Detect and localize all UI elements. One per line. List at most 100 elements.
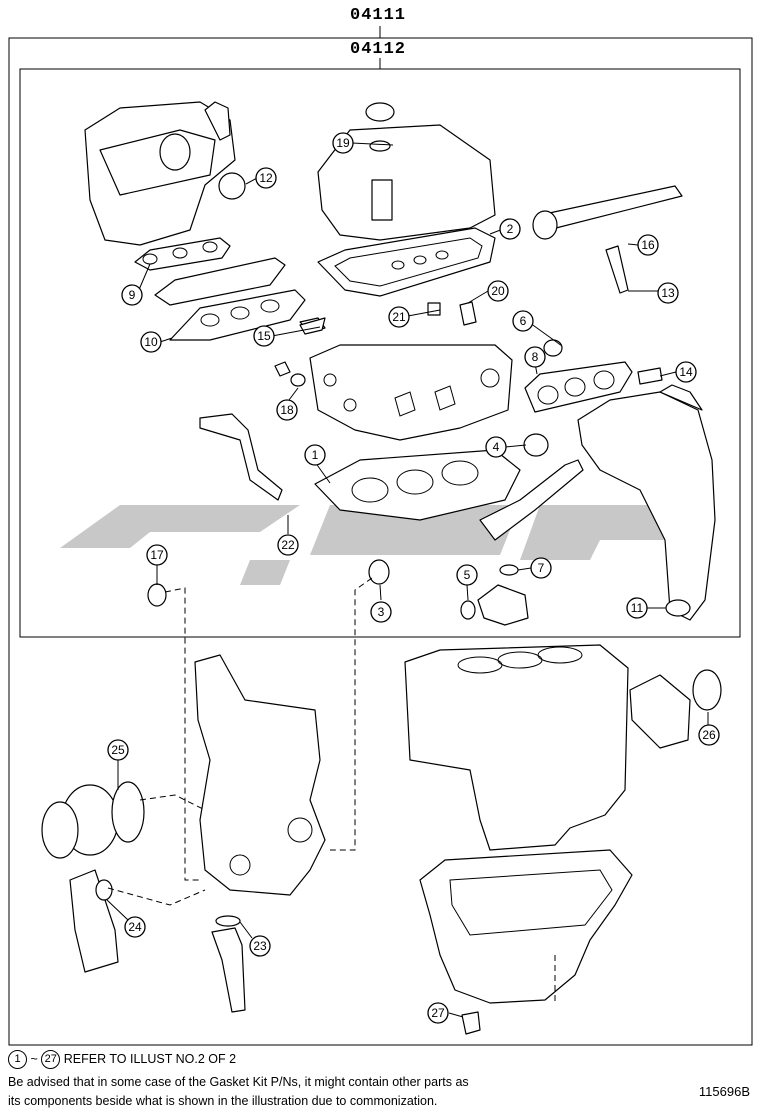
intake-manifold [84, 101, 236, 246]
callout-23: 23 [249, 935, 271, 957]
plug-seal-part [427, 302, 441, 316]
callout-circle [277, 534, 299, 556]
strainer-gasket [215, 915, 241, 927]
callout-number: 7 [538, 561, 545, 575]
callout-circle [487, 280, 509, 302]
callout-22: 22 [277, 534, 299, 556]
seal-retainer [629, 674, 691, 749]
figure-id: 115696B [698, 1084, 750, 1099]
callout-10: 10 [140, 331, 162, 353]
callout-12: 12 [255, 167, 277, 189]
callout-5: 5 [456, 564, 478, 586]
callout-leaders [106, 142, 709, 1018]
callout-20: 20 [487, 280, 509, 302]
outer-kit-box [8, 37, 753, 1046]
callout-26: 26 [698, 724, 720, 746]
outer-kit-code: 04111 [350, 6, 407, 25]
callout-circle [427, 1002, 449, 1024]
callout-1: 1 [304, 444, 326, 466]
callout-number: 5 [464, 568, 471, 582]
advice-line-1: Be advised that in some case of the Gask… [8, 1075, 469, 1089]
callout-number: 15 [257, 329, 271, 343]
callout-number: 10 [144, 335, 158, 349]
callout-number: 24 [128, 920, 142, 934]
exhaust-gasket-8 [524, 361, 633, 413]
throttle-o-ring [218, 172, 246, 200]
callout-circle [675, 361, 697, 383]
callout-number: 22 [281, 538, 295, 552]
exhaust-manifold [577, 384, 716, 621]
callout-number: 18 [280, 403, 294, 417]
inlet-o-ring [95, 879, 113, 901]
callout-circle [121, 284, 143, 306]
callout-circle [456, 564, 478, 586]
oil-strainer [211, 927, 246, 1013]
callout-circle [276, 399, 298, 421]
drain-plug [461, 1011, 481, 1035]
callout-circle [249, 935, 271, 957]
plug-11 [665, 599, 691, 617]
callout-8: 8 [524, 346, 546, 368]
callout-number: 26 [702, 728, 716, 742]
callout-number: 8 [532, 350, 539, 364]
callout-circle [140, 331, 162, 353]
inner-kit-code: 04112 [350, 40, 407, 59]
callout-circle [370, 601, 392, 623]
head-cover-gasket [317, 227, 496, 297]
water-inlet-gasket-part [523, 433, 549, 457]
oil-seal-3 [368, 559, 390, 585]
callout-circle [253, 325, 275, 347]
callout-number: 4 [493, 440, 500, 454]
callout-circle [524, 346, 546, 368]
callout-number: 20 [491, 284, 505, 298]
callout-3: 3 [370, 601, 392, 623]
callout-group: 1234567891011121314151617181920212223242… [107, 132, 720, 1024]
callout-circle [512, 310, 534, 332]
gasket-ring-6 [543, 339, 563, 357]
callout-2: 2 [499, 218, 521, 240]
callout-number: 3 [378, 605, 385, 619]
callout-4: 4 [485, 436, 507, 458]
callout-circle [107, 739, 129, 761]
small-bolt [274, 361, 291, 377]
callout-9: 9 [121, 284, 143, 306]
callout-11: 11 [626, 597, 648, 619]
callout-circle [637, 234, 659, 256]
callout-17: 17 [146, 544, 168, 566]
callout-number: 9 [129, 288, 136, 302]
callout-circle [657, 282, 679, 304]
timing-chain-cover [194, 654, 326, 896]
callout-circle [530, 557, 552, 579]
range-end-circle: 27 [41, 1050, 61, 1069]
callout-number: 2 [507, 222, 514, 236]
callout-number: 1 [312, 448, 319, 462]
dashed-leaders [107, 577, 556, 1005]
callout-27: 27 [427, 1002, 449, 1024]
callout-number: 13 [661, 286, 675, 300]
callout-number: 11 [631, 601, 644, 615]
manifold-gaskets [154, 257, 326, 341]
water-outlet [477, 584, 529, 626]
oil-pan [419, 849, 633, 1004]
water-pump [41, 781, 145, 859]
range-start-circle: 1 [8, 1050, 27, 1069]
callout-16: 16 [637, 234, 659, 256]
cylinder-block [404, 644, 629, 851]
refer-text: REFER TO ILLUST NO.2 OF 2 [63, 1051, 237, 1066]
callout-number: 27 [431, 1006, 445, 1020]
callout-14: 14 [675, 361, 697, 383]
callout-7: 7 [530, 557, 552, 579]
callout-15: 15 [253, 325, 275, 347]
fuel-rail [532, 185, 683, 294]
callout-circle [499, 218, 521, 240]
callout-number: 16 [641, 238, 655, 252]
range-separator: ~ [30, 1051, 38, 1066]
advice-line-2: its components beside what is shown in t… [8, 1094, 438, 1108]
callout-number: 25 [111, 743, 125, 757]
callout-circle [146, 544, 168, 566]
callout-number: 14 [679, 365, 693, 379]
callout-circle [388, 306, 410, 328]
tube-gasket-part [459, 301, 477, 326]
callout-circle [255, 167, 277, 189]
cylinder-head-cover [317, 102, 496, 241]
